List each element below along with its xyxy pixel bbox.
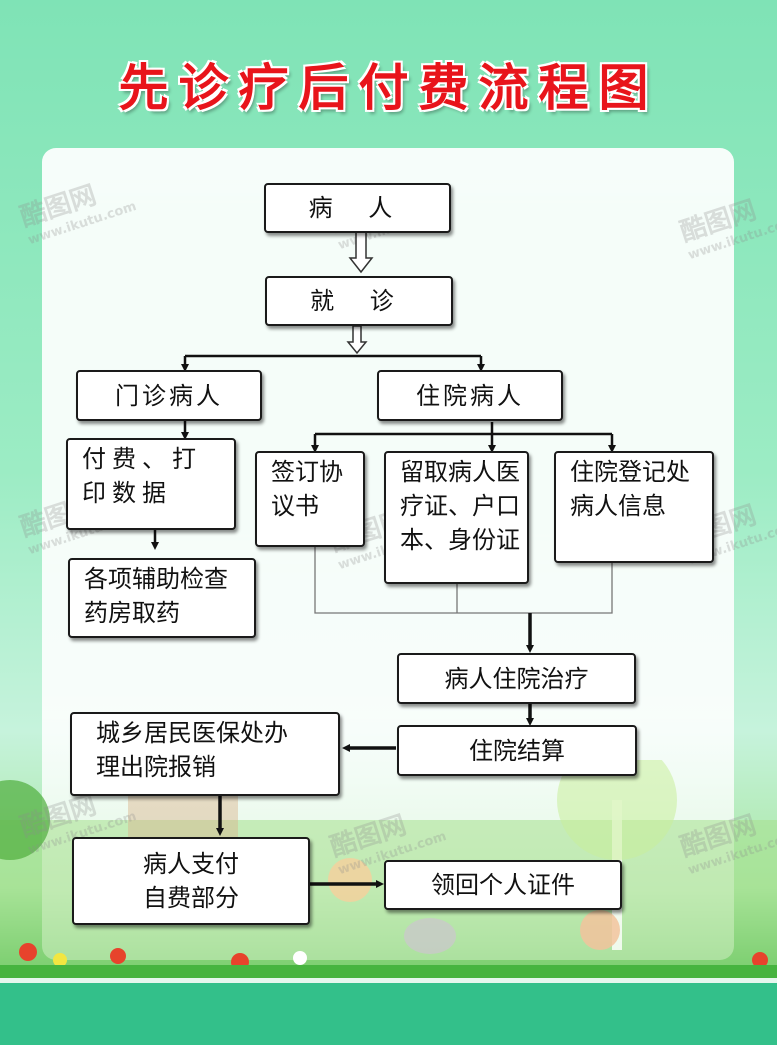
node-line: 住院登记处 [570, 458, 690, 486]
node-insurance: 城乡居民医保处办 理出院报销 [70, 712, 340, 796]
node-line: 印数据 [82, 479, 172, 507]
node-line: 理出院报销 [96, 753, 216, 781]
node-outpatient: 门诊病人 [76, 370, 262, 421]
node-retain-docs: 留取病人医 疗证、户口 本、身份证 [384, 451, 529, 584]
node-sign-agreement: 签订协 议书 [255, 451, 365, 547]
node-line: 城乡居民医保处办 [96, 719, 288, 747]
node-line: 留取病人医 [400, 458, 520, 486]
node-patient: 病 人 [264, 183, 451, 233]
node-line: 议书 [271, 492, 319, 520]
node-settlement: 住院结算 [397, 725, 637, 776]
footer-bar [0, 983, 777, 1045]
node-retrieve-docs: 领回个人证件 [384, 860, 622, 910]
node-line: 病人信息 [570, 492, 666, 520]
node-line: 本、身份证 [400, 526, 520, 554]
node-line: 疗证、户口 [400, 492, 520, 520]
node-consult: 就 诊 [265, 276, 453, 326]
node-line: 签订协 [271, 458, 343, 486]
merge-line [314, 546, 613, 614]
node-inpatient: 住院病人 [377, 370, 563, 421]
node-line: 自费部分 [143, 884, 239, 912]
node-registration: 住院登记处 病人信息 [554, 451, 714, 563]
node-line: 各项辅助检查 [84, 565, 228, 593]
node-pay-print: 付费、打 印数据 [66, 438, 236, 530]
node-self-pay: 病人支付 自费部分 [72, 837, 310, 925]
node-line: 药房取药 [84, 599, 180, 627]
page-title: 先诊疗后付费流程图 [118, 59, 659, 117]
node-line: 付费、打 [82, 445, 202, 473]
hollow-arrow [346, 231, 374, 355]
node-line: 病人支付 [143, 850, 239, 878]
footer-divider [0, 978, 777, 984]
node-treatment: 病人住院治疗 [397, 653, 636, 704]
node-exam-pharmacy: 各项辅助检查 药房取药 [68, 558, 256, 638]
